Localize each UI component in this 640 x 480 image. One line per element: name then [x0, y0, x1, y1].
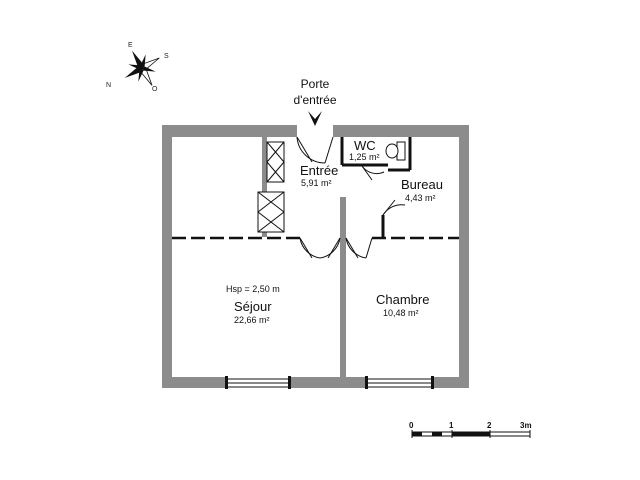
room-name-entree: Entrée [300, 163, 339, 178]
compass-letter-s: S [164, 53, 169, 60]
scale-bar [411, 430, 531, 438]
room-name-chambre: Chambre [376, 292, 430, 307]
entrance-label-line2: d'entrée [293, 93, 337, 107]
room-name-sejour: Séjour [234, 299, 272, 314]
room-area-entree: 5,91 m² [301, 178, 332, 188]
entrance-label-line1: Porte [300, 77, 330, 91]
ceiling-height-label: Hsp = 2,50 m [226, 284, 280, 294]
room-area-sejour: 22,66 m² [234, 315, 270, 325]
compass-rose-icon [124, 50, 160, 86]
scale-label-3m: 3m [520, 421, 532, 430]
room-area-wc: 1,25 m² [349, 152, 380, 162]
toilet-icon [385, 141, 406, 161]
compass-letter-o: O [152, 86, 158, 93]
compass-letter-n: N [106, 82, 112, 89]
closet-lower [257, 191, 285, 233]
closet-upper [266, 141, 285, 183]
door-swings [296, 136, 406, 259]
scale-label-2: 2 [487, 421, 492, 430]
entrance-arrow-icon [308, 111, 322, 126]
room-name-wc: WC [354, 138, 376, 153]
wc-walls [340, 137, 412, 172]
room-name-bureau: Bureau [401, 177, 443, 192]
room-area-bureau: 4,43 m² [405, 193, 436, 203]
entrance-label: Porte d'entrée [287, 76, 343, 108]
compass-letter-e: E [128, 42, 133, 49]
scale-label-0: 0 [409, 421, 414, 430]
room-area-chambre: 10,48 m² [383, 308, 419, 318]
bottom-windows [225, 376, 434, 389]
inner-walls [262, 137, 346, 377]
outer-walls [162, 125, 469, 388]
scale-label-1: 1 [449, 421, 454, 430]
